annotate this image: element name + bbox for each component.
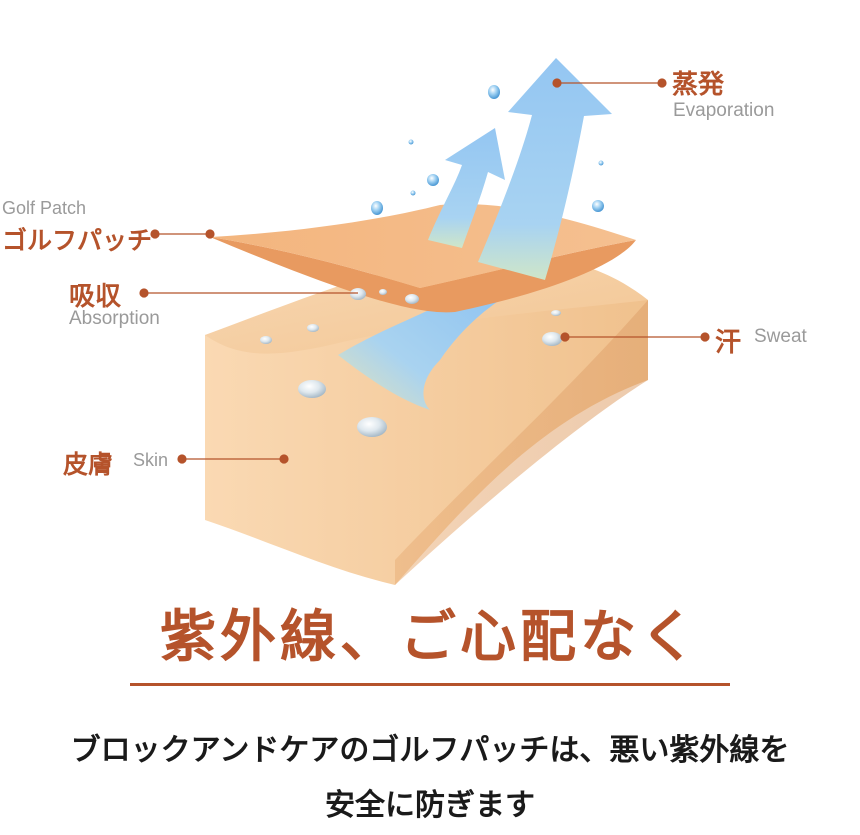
absorption-flow-icon [338, 285, 500, 410]
absorption-label-jp: 吸収 [69, 282, 122, 312]
skin-label-jp: 皮膚 [63, 450, 114, 479]
evaporation-label-jp: 蒸発 [672, 70, 725, 100]
headline: 紫外線、ご心配なく [160, 605, 700, 670]
body-text-line-1: ブロックアンドケアのゴルフパッチは、悪い紫外線を [70, 733, 790, 768]
evaporation-label-en: Evaporation [673, 100, 775, 121]
golf-patch-label-jp: ゴルフパッチ [2, 226, 153, 255]
sweat-droplets [260, 288, 562, 437]
vapor-droplets [371, 85, 604, 215]
sweat-label-jp: 汗 [715, 328, 742, 358]
sweat-label-en: Sweat [754, 326, 807, 347]
sweat-absorption-diagram [139, 58, 710, 585]
golf-patch-label-en: Golf Patch [2, 198, 87, 218]
skin-label-en: Skin [133, 450, 169, 470]
absorption-label-en: Absorption [69, 308, 160, 329]
body-text-line-2: 安全に防ぎます [325, 788, 535, 823]
leader-lines [139, 78, 710, 464]
evaporation-arrow-small-icon [428, 128, 505, 248]
evaporation-arrow-large-icon [478, 58, 612, 280]
headline-divider [130, 683, 730, 686]
